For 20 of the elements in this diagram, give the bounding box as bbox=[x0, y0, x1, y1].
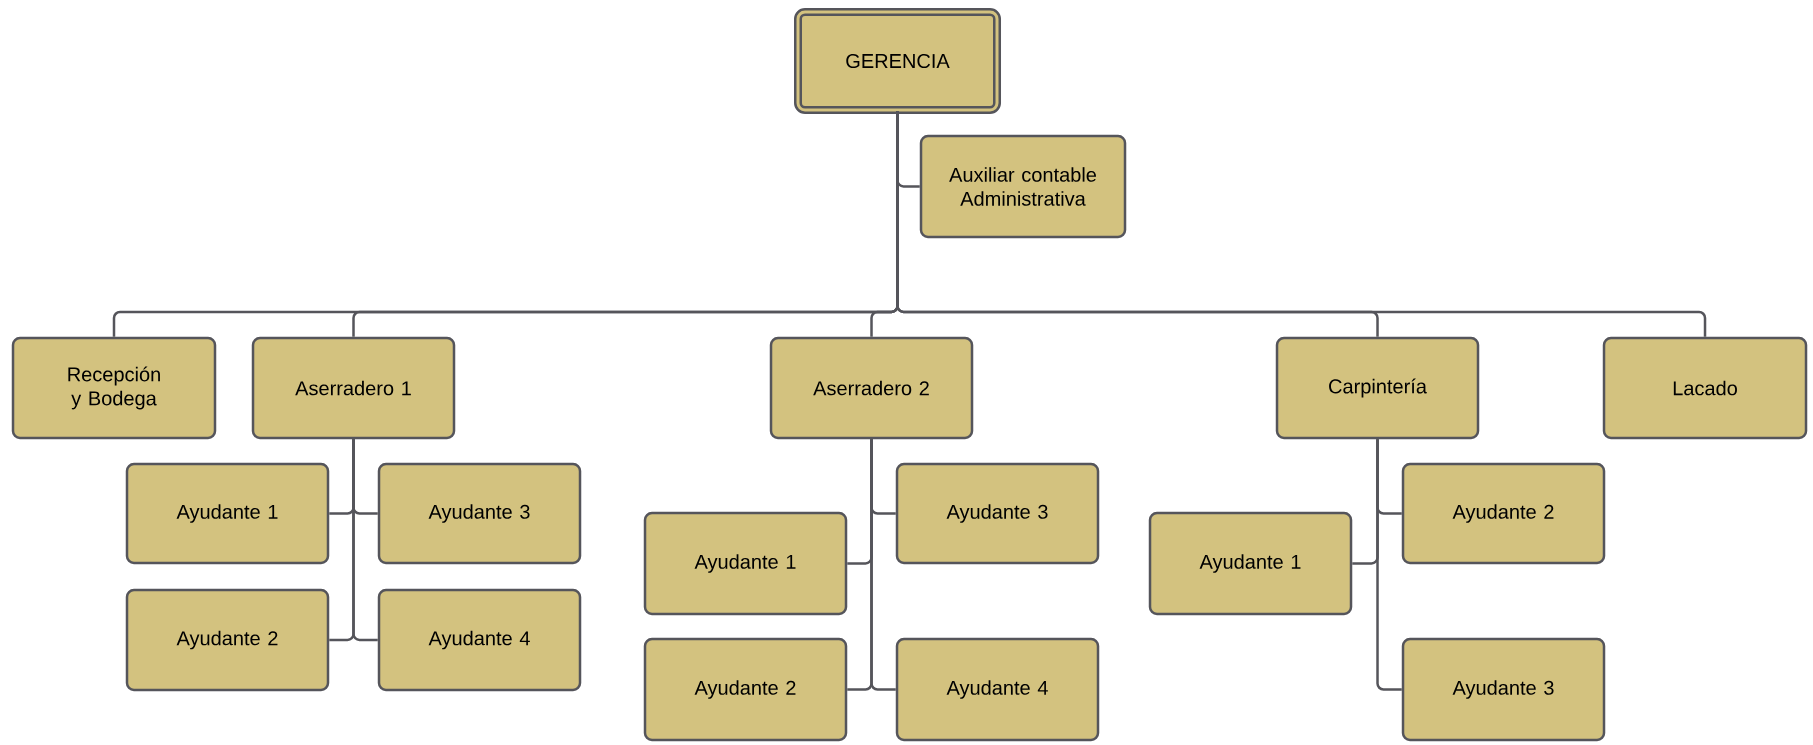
org-box: Aserradero 2 bbox=[769, 336, 974, 440]
connector-line bbox=[870, 439, 896, 691]
org-box: Ayudante 2 bbox=[643, 637, 848, 742]
org-box: Ayudante 1 bbox=[1148, 511, 1353, 616]
org-box: Lacado bbox=[1602, 336, 1808, 440]
org-box: Auxiliar contable Administrativa bbox=[919, 134, 1127, 239]
org-box: Ayudante 3 bbox=[895, 462, 1100, 565]
org-box: Ayudante 1 bbox=[125, 462, 330, 565]
connector-line bbox=[352, 439, 378, 642]
org-box: Ayudante 2 bbox=[125, 588, 330, 692]
org-box: Ayudante 1 bbox=[643, 511, 848, 616]
org-box: Recepción y Bodega bbox=[11, 336, 217, 440]
org-box: Aserradero 1 bbox=[251, 336, 456, 440]
org-box: Ayudante 3 bbox=[1401, 637, 1606, 742]
org-box: Ayudante 2 bbox=[1401, 462, 1606, 565]
org-box: Ayudante 4 bbox=[377, 588, 582, 692]
org-box: Ayudante 4 bbox=[895, 637, 1100, 742]
org-box: Carpintería bbox=[1275, 336, 1480, 440]
org-box: Ayudante 3 bbox=[377, 462, 582, 565]
org-box: GERENCIA bbox=[794, 8, 1001, 114]
